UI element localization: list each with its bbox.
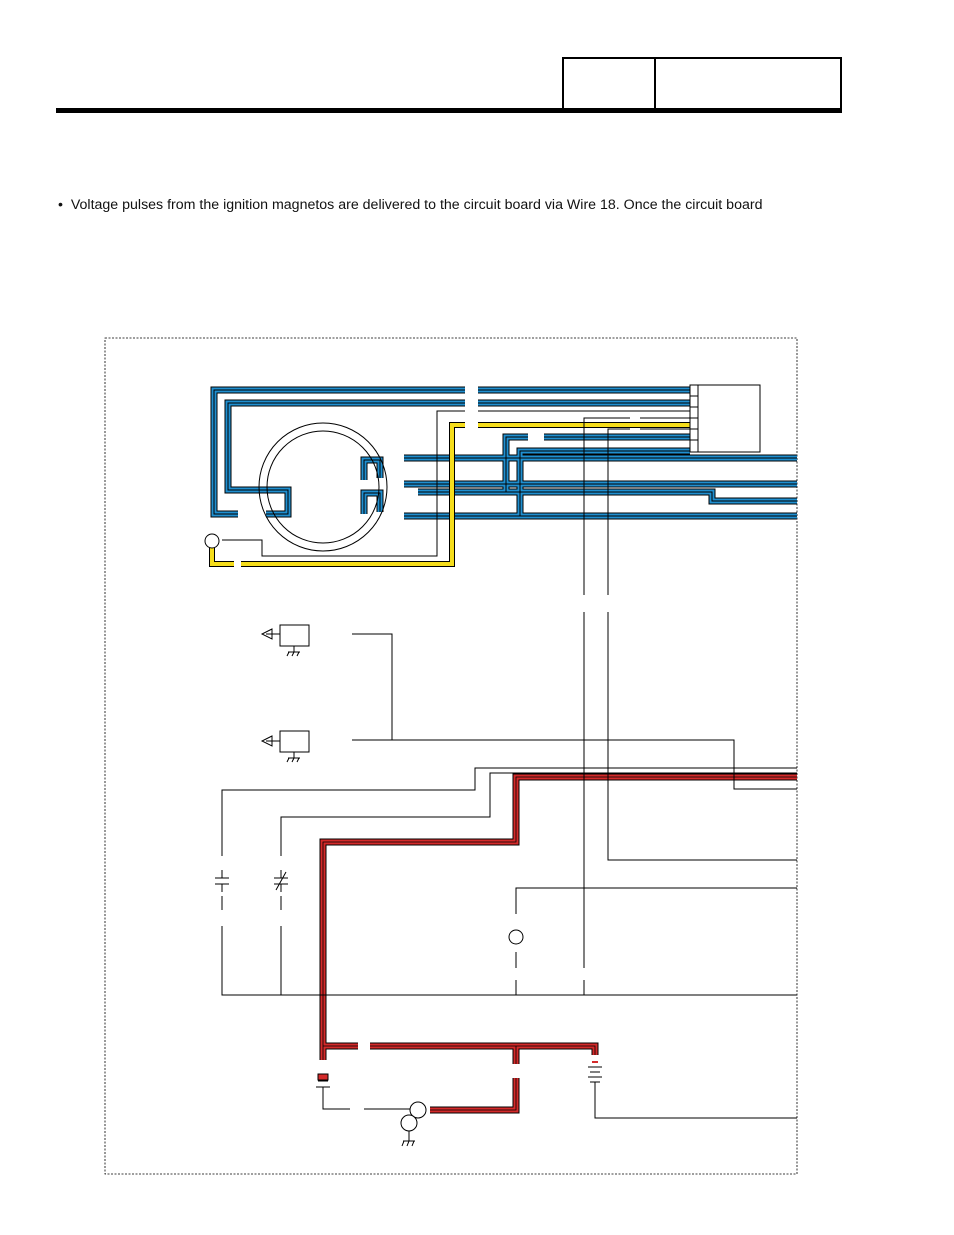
solenoid-lower [260,730,310,763]
starter-contactor [316,1073,330,1090]
bullet-glyph: • [58,197,63,213]
header-rule [56,108,842,113]
thin-wire-group [221,410,797,1119]
bullet-paragraph: • Voltage pulses from the ignition magne… [58,197,762,213]
header-box-right [654,57,842,109]
paragraph-text: Voltage pulses from the ignition magneto… [70,197,763,213]
battery-symbol [588,1061,602,1090]
relay-contact-nc [274,870,288,892]
solenoid-upper [260,624,310,657]
stator-ring [258,422,388,552]
relay-contact-no [215,870,229,892]
red-wire-group [319,773,797,1114]
ground-terminal-upper [409,1101,427,1119]
connector-block [689,384,761,453]
ground-symbol [401,1131,415,1147]
diagram-border [104,337,798,1175]
stator-terminal [204,533,220,549]
ground-terminal-lower [400,1114,418,1132]
mid-terminal [508,929,524,945]
